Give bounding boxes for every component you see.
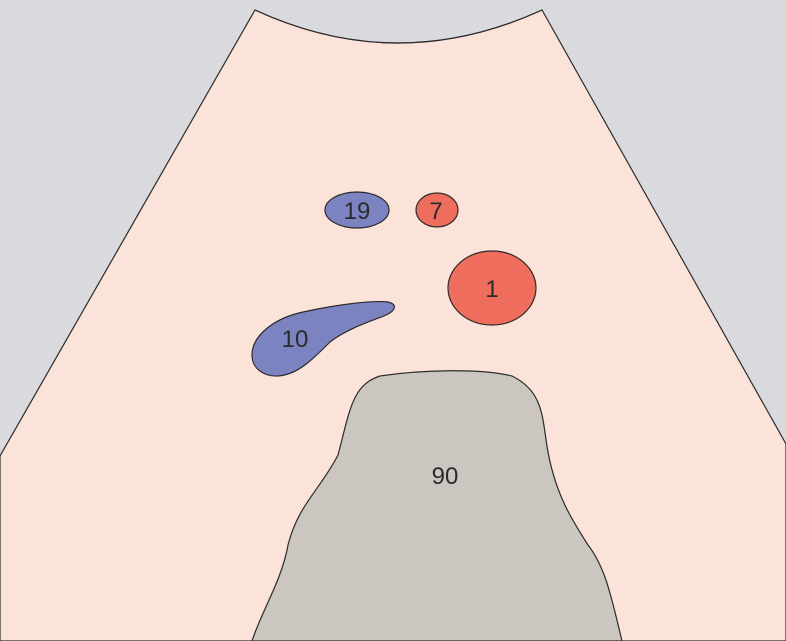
structure-19-label: 19 xyxy=(344,198,371,225)
structure-7-label: 7 xyxy=(429,198,442,225)
structure-1-label: 1 xyxy=(485,276,498,303)
structure-90-label: 90 xyxy=(432,463,459,490)
structure-10-label: 10 xyxy=(282,326,309,353)
